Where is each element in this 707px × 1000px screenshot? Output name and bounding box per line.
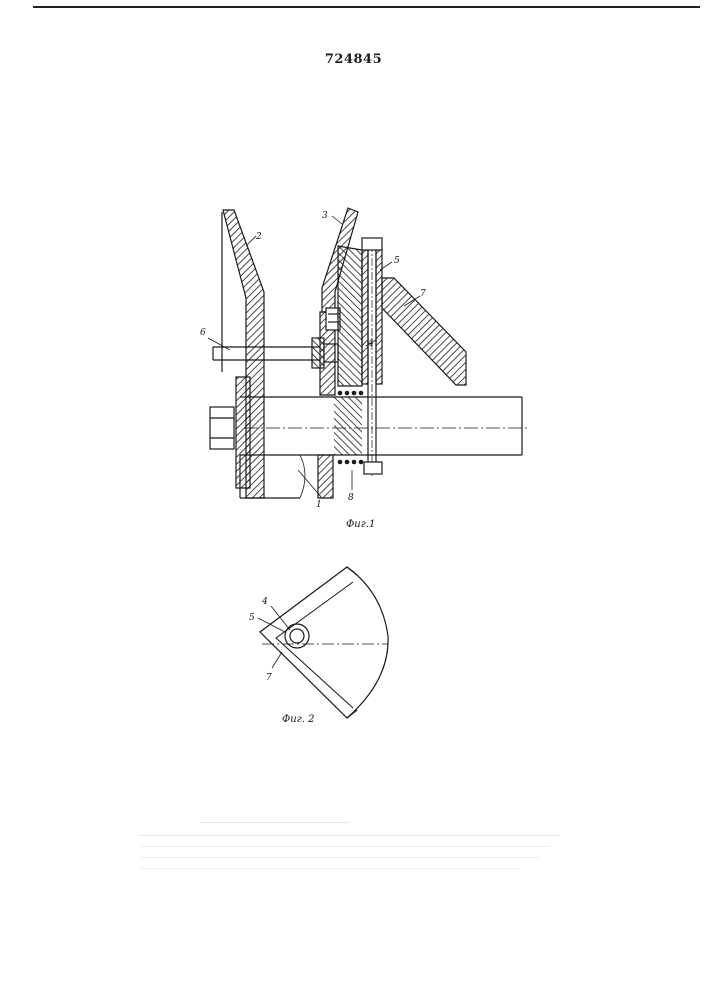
bleed-through-area bbox=[140, 812, 570, 869]
label-3: 3 bbox=[322, 211, 328, 221]
fig2-label-4: 4 bbox=[261, 597, 268, 607]
fig2-label-7: 7 bbox=[266, 673, 272, 683]
label-7: 7 bbox=[420, 289, 426, 299]
wedge-hub bbox=[338, 246, 362, 386]
hub-section bbox=[334, 397, 362, 455]
label-8: 8 bbox=[348, 493, 354, 503]
shaft-nut bbox=[210, 407, 234, 449]
label-2: 2 bbox=[255, 232, 262, 242]
figure-2-caption: Фиг. 2 bbox=[282, 714, 315, 725]
label-5: 5 bbox=[394, 256, 400, 266]
shaft-1 bbox=[240, 397, 528, 498]
disc-2 bbox=[222, 210, 264, 498]
figure-1 bbox=[208, 208, 528, 498]
figure-2 bbox=[258, 567, 388, 718]
fig2-label-5: 5 bbox=[249, 613, 255, 623]
rod-4-section bbox=[290, 629, 304, 643]
label-1: 1 bbox=[316, 500, 322, 510]
label-4: 4 bbox=[367, 339, 374, 349]
figure-1-caption: Фиг.1 bbox=[346, 519, 375, 530]
rod-4 bbox=[368, 244, 376, 478]
pin-6 bbox=[213, 338, 338, 368]
label-6: 6 bbox=[200, 328, 206, 338]
